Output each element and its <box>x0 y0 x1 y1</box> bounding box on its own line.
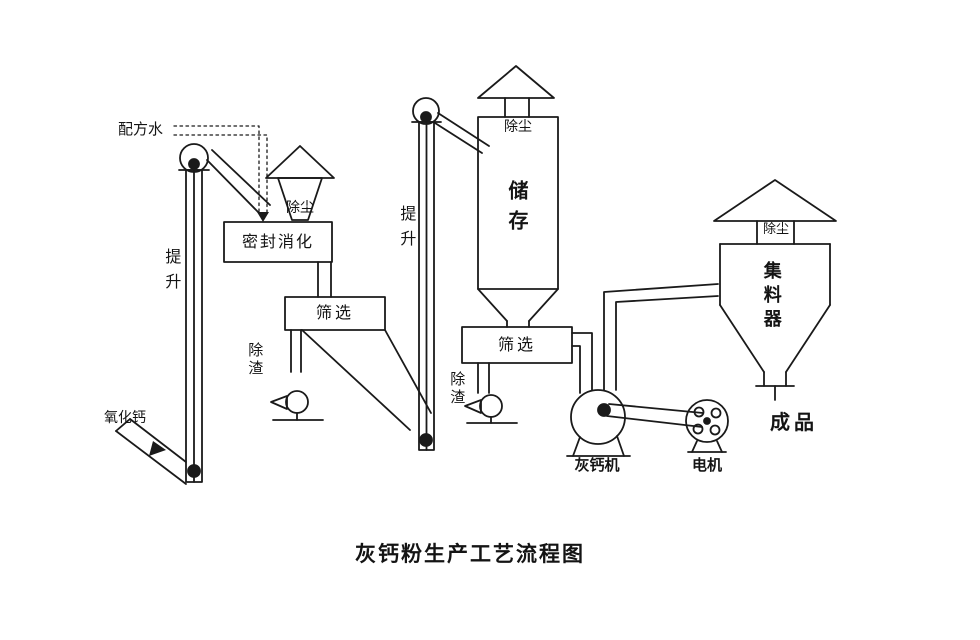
slag-remover-2 <box>464 394 518 424</box>
pipe-mill-to-collector <box>603 283 719 391</box>
pipe-screen2-to-mill <box>571 332 593 394</box>
slag-remover-1 <box>270 390 324 421</box>
sealed-digestion-label: 密封消化 <box>241 231 314 251</box>
elevator-2-label: 提升 <box>397 205 417 255</box>
motor-label: 电机 <box>691 456 722 474</box>
collector-label: 集料器 <box>760 261 782 333</box>
belt-drive <box>606 403 704 428</box>
storage-silo-label: 储存 <box>505 180 529 240</box>
collector-dust-label: 除尘 <box>762 222 789 237</box>
storage-silo <box>477 65 559 328</box>
dust-collector-1-label: 除尘 <box>286 200 314 216</box>
dust-collector-1 <box>265 145 335 221</box>
lime-mill-label: 灰钙机 <box>574 456 620 474</box>
bucket-elevator-1 <box>178 143 271 483</box>
bucket-elevator-2 <box>411 97 490 451</box>
slag-remover-1-label: 除渣 <box>246 342 265 378</box>
calcium-oxide-feed-chute <box>115 418 187 485</box>
screen-1 <box>284 296 432 431</box>
lime-calcium-mill <box>566 389 631 457</box>
product-label: 成品 <box>770 410 818 434</box>
motor <box>685 399 729 453</box>
formula-water-label: 配方水 <box>118 120 164 138</box>
diagram-title: 灰钙粉生产工艺流程图 <box>355 542 585 566</box>
screen-2-label: 筛选 <box>497 334 536 354</box>
screen-2 <box>461 326 573 394</box>
screen-1-label: 筛选 <box>315 303 354 323</box>
slag-remover-2-label: 除渣 <box>448 371 467 407</box>
elevator-1-label: 提升 <box>162 248 182 298</box>
silo-dust-label: 除尘 <box>504 119 532 135</box>
sealed-digestion-box <box>223 221 333 298</box>
collector-hopper <box>713 179 837 401</box>
calcium-oxide-label: 氧化钙 <box>104 410 146 426</box>
